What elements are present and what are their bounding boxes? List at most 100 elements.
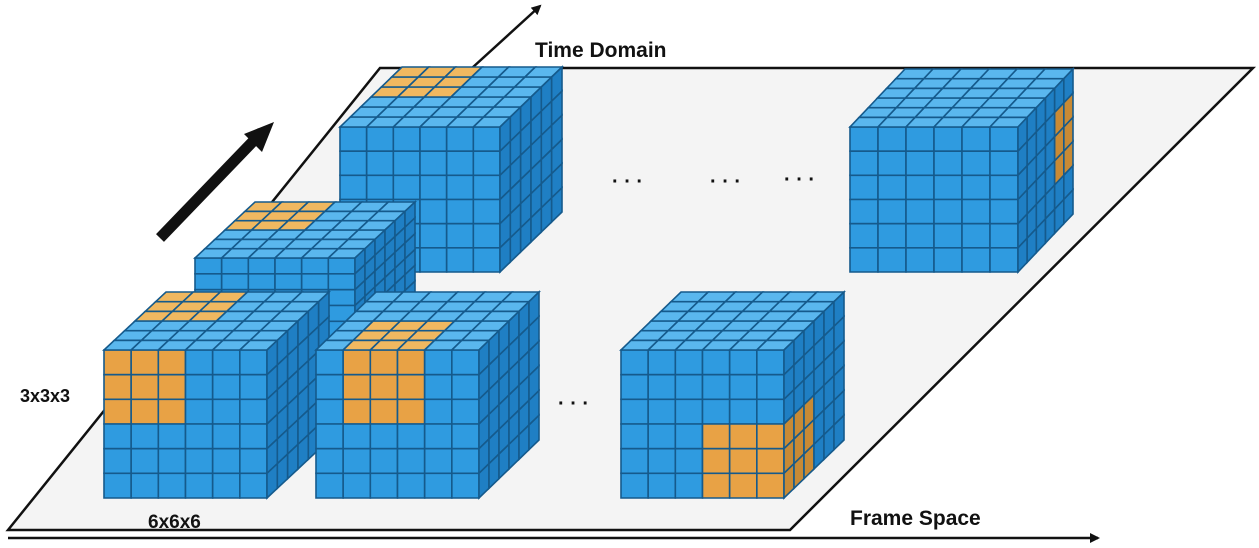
cube-front-left — [101, 290, 332, 500]
volume-size-label: 6x6x6 — [148, 512, 201, 533]
front-cell — [342, 447, 372, 475]
front-cell — [239, 423, 268, 450]
front-cell — [701, 423, 731, 450]
front-cell — [961, 247, 991, 273]
ellipsis-top-3: · · · — [784, 169, 815, 191]
front-cell — [756, 423, 785, 450]
front-cell — [157, 472, 187, 499]
front-cell — [989, 198, 1019, 225]
front-cell — [451, 373, 480, 401]
front-cell — [756, 472, 785, 499]
front-cell — [933, 126, 963, 152]
front-cell — [905, 198, 935, 225]
front-cell — [728, 423, 758, 450]
front-cell — [849, 126, 879, 152]
front-cell — [300, 273, 330, 291]
front-cell — [103, 398, 132, 425]
front-cell — [674, 423, 704, 450]
front-cell — [327, 273, 356, 291]
front-cell — [157, 447, 187, 475]
front-cell — [905, 247, 935, 273]
front-cell — [130, 349, 160, 376]
front-cell — [157, 349, 187, 376]
front-cell — [989, 222, 1019, 249]
front-cell — [342, 373, 372, 401]
front-cell — [103, 447, 132, 475]
front-cell — [756, 373, 785, 401]
front-cell — [961, 150, 991, 177]
front-cell — [239, 472, 268, 499]
front-cell — [451, 472, 480, 499]
front-cell — [184, 447, 214, 475]
front-cell — [342, 472, 372, 499]
front-cell — [756, 447, 785, 475]
front-cell — [647, 398, 677, 425]
front-cell — [419, 174, 448, 201]
front-cell — [327, 257, 356, 275]
front-cell — [396, 398, 426, 425]
front-cell — [211, 349, 241, 376]
front-cell — [194, 273, 223, 291]
front-cell — [315, 423, 344, 450]
front-cell — [211, 447, 241, 475]
front-cell — [647, 349, 677, 376]
front-cell — [184, 423, 214, 450]
front-cell — [849, 174, 879, 201]
front-cell — [339, 126, 368, 152]
front-cell — [419, 198, 448, 225]
front-cell — [392, 174, 421, 201]
front-cell — [315, 398, 344, 425]
front-cell — [674, 398, 704, 425]
front-cell — [423, 373, 453, 401]
front-cell — [419, 222, 448, 249]
front-cell — [239, 447, 268, 475]
front-cell — [674, 447, 704, 475]
front-cell — [392, 150, 421, 177]
front-cell — [877, 126, 907, 152]
front-cell — [157, 423, 187, 450]
front-cell — [989, 247, 1019, 273]
front-cell — [103, 373, 132, 401]
front-cell — [989, 174, 1019, 201]
front-cell — [620, 373, 649, 401]
front-cell — [369, 423, 399, 450]
front-cell — [369, 447, 399, 475]
front-cell — [849, 198, 879, 225]
front-cell — [274, 257, 303, 275]
front-cell — [620, 472, 649, 499]
front-cell — [620, 423, 649, 450]
front-cell — [211, 398, 241, 425]
front-cell — [339, 150, 368, 177]
front-cell — [472, 247, 501, 273]
front-cell — [220, 257, 250, 275]
front-cell — [194, 257, 223, 275]
front-cell — [877, 174, 907, 201]
front-cell — [396, 423, 426, 450]
cube-back-right — [848, 66, 1075, 275]
front-cell — [933, 222, 963, 249]
front-cell — [989, 150, 1019, 177]
front-cell — [423, 349, 453, 376]
front-cell — [933, 174, 963, 201]
front-cell — [451, 423, 480, 450]
front-cell — [423, 447, 453, 475]
front-cell — [620, 349, 649, 376]
front-cell — [247, 257, 276, 275]
front-cell — [905, 126, 935, 152]
front-cell — [961, 222, 991, 249]
front-cell — [396, 447, 426, 475]
front-cell — [423, 423, 453, 450]
front-cell — [701, 349, 731, 376]
front-cell — [396, 472, 426, 499]
front-cell — [905, 222, 935, 249]
front-cell — [961, 174, 991, 201]
front-cell — [445, 126, 475, 152]
front-cell — [849, 247, 879, 273]
front-cell — [369, 373, 399, 401]
front-cell — [445, 222, 475, 249]
front-cell — [315, 349, 344, 376]
front-cell — [369, 398, 399, 425]
front-cell — [701, 398, 731, 425]
front-cell — [239, 373, 268, 401]
front-cell — [300, 257, 330, 275]
